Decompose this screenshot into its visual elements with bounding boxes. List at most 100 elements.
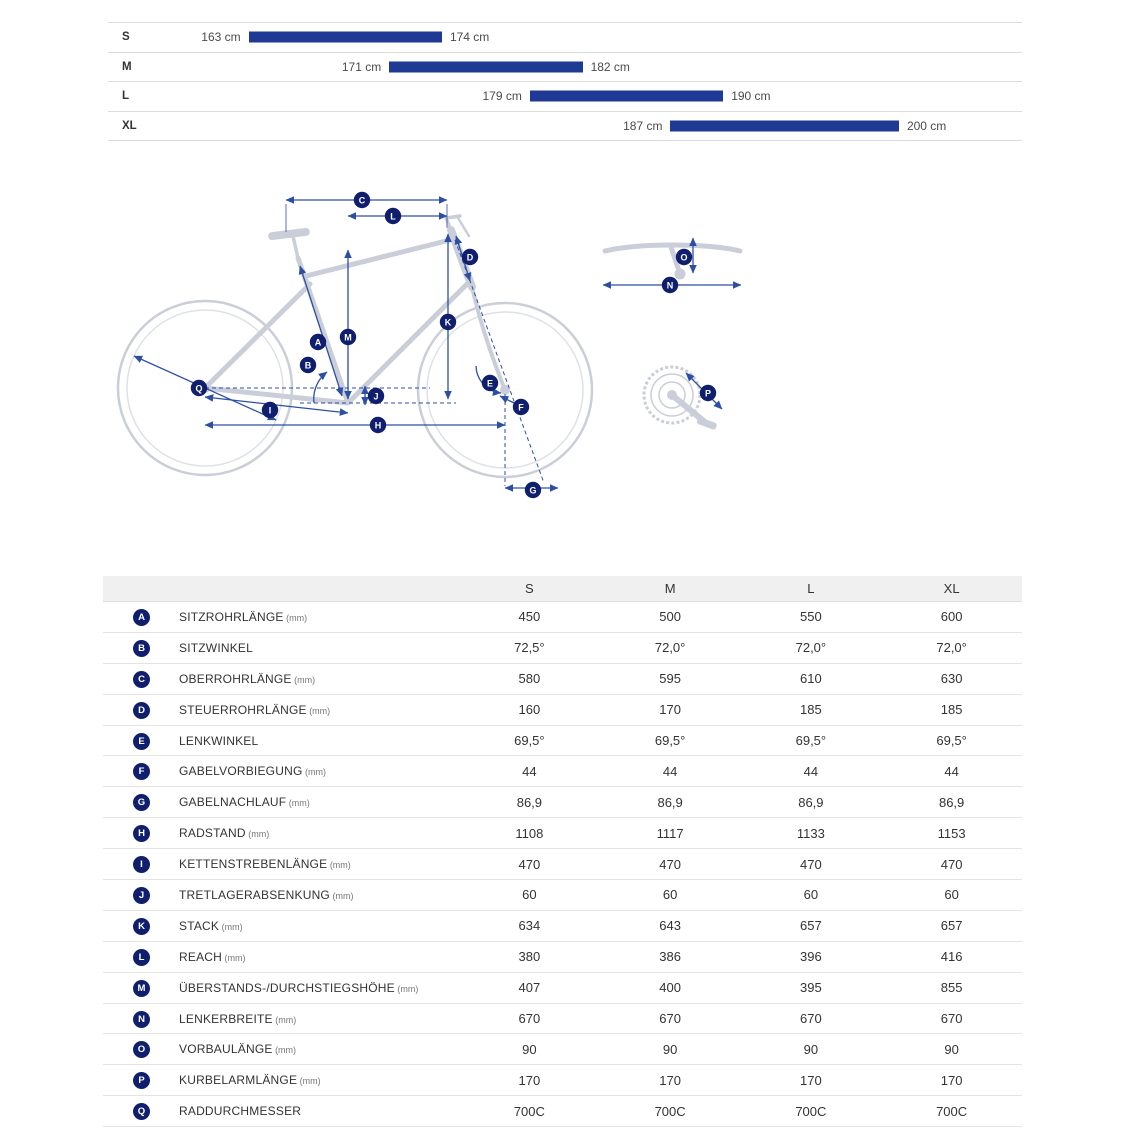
diagram-badge-I: I [261, 401, 279, 419]
row-unit: (mm) [302, 767, 326, 778]
row-value: 86,9 [938, 794, 965, 810]
size-row-L: L 179 cm 190 cm [108, 82, 1022, 112]
svg-text:P: P [705, 388, 711, 398]
max-height-label: 190 cm [731, 89, 771, 104]
row-unit: (mm) [306, 705, 331, 716]
row-value: 400 [659, 980, 681, 996]
row-unit: (mm) [297, 1076, 321, 1087]
row-unit: (mm) [327, 860, 351, 871]
row-value: 72,0° [654, 640, 686, 656]
row-value: 90 [944, 1041, 959, 1057]
row-value: 44 [662, 763, 678, 779]
row-label: STACK (mm) [179, 918, 243, 933]
max-height-label: 174 cm [449, 30, 490, 45]
row-value: 69,5° [654, 733, 686, 748]
row-value: 595 [659, 671, 681, 687]
row-unit: (mm) [283, 612, 308, 623]
row-letter-badge: O [133, 1041, 150, 1059]
row-label: OBERROHRLÄNGE (mm) [179, 671, 316, 686]
column-header-l: L [807, 581, 815, 596]
svg-text:I: I [269, 405, 272, 415]
row-value: 657 [940, 918, 963, 934]
diagram-badge-N: N [661, 276, 679, 294]
max-height-label: 182 cm [590, 59, 630, 74]
row-value: 90 [803, 1041, 819, 1057]
row-value: 657 [800, 918, 822, 934]
row-value: 44 [803, 763, 819, 779]
row-value: 380 [518, 949, 541, 965]
height-range-track: 179 cm 190 cm [108, 82, 1022, 111]
row-label: KETTENSTREBENLÄNGE (mm) [179, 857, 351, 872]
height-range-bar [389, 61, 583, 73]
row-value: 72,5° [514, 640, 545, 656]
svg-text:E: E [487, 378, 493, 388]
size-label: L [122, 90, 130, 103]
row-unit: (mm) [291, 674, 316, 685]
row-label: ÜBERSTANDS-/DURCHSTIEGSHÖHE (mm) [179, 980, 419, 995]
row-label: SITZROHRLÄNGE (mm) [179, 609, 308, 624]
row-value: 170 [518, 1072, 541, 1088]
diagram-badge-A: A [309, 333, 327, 351]
row-value: 670 [940, 1011, 963, 1027]
row-value: 416 [940, 949, 963, 965]
svg-text:Q: Q [195, 383, 202, 393]
row-unit: (mm) [286, 798, 310, 809]
bike-frame [202, 214, 507, 406]
diagram-badge-G: G [524, 481, 542, 499]
row-value: 670 [800, 1011, 822, 1027]
row-label: SITZWINKEL [179, 640, 254, 655]
diagram-badge-M: M [339, 328, 357, 346]
diagram-badge-J: J [367, 387, 385, 405]
row-value: 670 [518, 1011, 541, 1027]
height-range-track: 171 cm 182 cm [108, 53, 1022, 82]
size-row-M: M 171 cm 182 cm [108, 53, 1022, 82]
svg-text:N: N [667, 280, 674, 290]
row-label: KURBELARMLÄNGE (mm) [179, 1073, 321, 1088]
row-unit: (mm) [329, 890, 354, 901]
size-label: M [122, 60, 132, 73]
row-unit: (mm) [272, 1014, 297, 1025]
row-value: 450 [518, 609, 541, 625]
row-label: RADDURCHMESSER [179, 1104, 302, 1119]
row-letter-badge: B [133, 639, 150, 657]
svg-text:M: M [344, 332, 352, 342]
row-value: 634 [518, 918, 541, 934]
size-label: S [122, 31, 130, 44]
row-value: 72,0° [795, 640, 827, 656]
min-height-label: 179 cm [482, 89, 522, 104]
handlebar-top-view [602, 242, 743, 280]
row-unit: (mm) [219, 921, 243, 932]
size-label: XL [122, 119, 137, 132]
row-value: 1108 [515, 825, 544, 841]
row-label: VORBAULÄNGE (mm) [179, 1042, 297, 1057]
row-unit: (mm) [222, 952, 246, 963]
row-value: 185 [800, 702, 822, 718]
min-height-label: 171 cm [341, 59, 382, 74]
diagram-badge-D: D [461, 248, 479, 266]
svg-text:L: L [390, 211, 396, 221]
row-value: 185 [940, 702, 963, 718]
row-value: 86,9 [657, 794, 683, 810]
row-value: 44 [944, 763, 959, 779]
row-label: STEUERROHRLÄNGE (mm) [179, 702, 331, 717]
row-letter-badge: N [133, 1010, 150, 1028]
diagram-badge-C: C [353, 191, 371, 209]
row-letter-badge: M [133, 979, 150, 997]
row-value: 1153 [937, 825, 966, 841]
diagram-badge-P: P [699, 384, 717, 402]
row-label: LENKERBREITE (mm) [179, 1011, 297, 1026]
svg-text:K: K [445, 317, 452, 327]
svg-text:C: C [359, 195, 366, 205]
row-value: 86,9 [516, 794, 543, 810]
row-unit: (mm) [394, 983, 419, 994]
row-label: LENKWINKEL [179, 733, 259, 748]
column-header-xl: XL [943, 581, 960, 596]
